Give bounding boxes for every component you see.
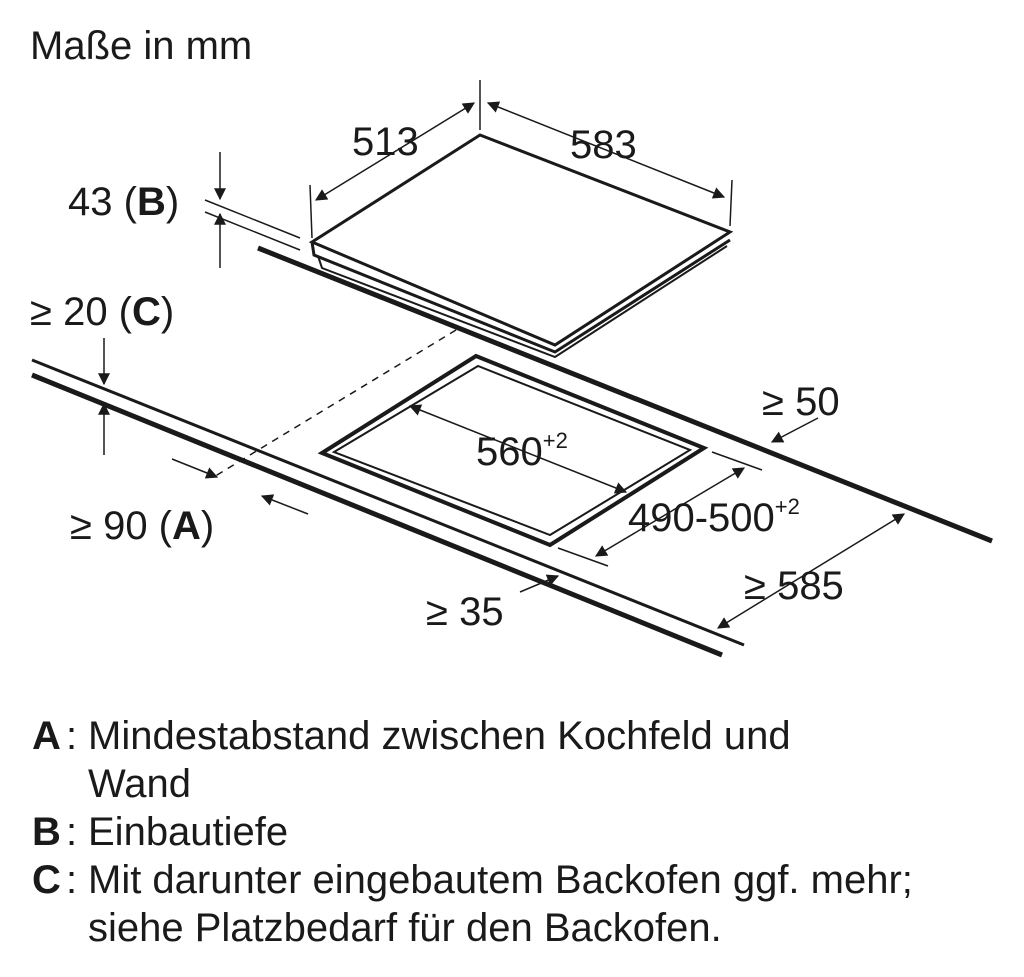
legend-text: Mindestabstand zwischen Kochfeld und Wan… [88,714,791,806]
cutout-outer [317,353,709,548]
label-585: ≥ 585 [744,564,844,608]
cooktop-top [308,133,734,347]
dim-35 [519,574,560,593]
legend-item-a: A: Mindestabstand zwischen Kochfeld und … [32,712,1012,808]
label-490-value: 490-500 [628,496,775,540]
ext-583-right [729,179,733,227]
label-560: 560+2 [476,428,568,475]
label-43-b: 43 (B) [68,180,180,224]
dimension-lines [98,80,906,629]
legend: A: Mindestabstand zwischen Kochfeld und … [32,712,1012,952]
hidden-edge [211,329,457,479]
label-20-c: ≥ 20 (C) [30,290,175,334]
label-490-tolerance: +2 [774,494,800,519]
label-560-tolerance: +2 [542,428,568,453]
ext-490-bottom [557,547,609,567]
dim-513 [314,102,476,201]
dim-490 [594,467,746,557]
label-90-a: ≥ 90 (A) [70,504,215,548]
legend-item-c: C: Mit darunter eingebautem Backofen ggf… [32,856,1012,952]
countertop-front-top-edge [31,358,745,647]
installation-diagram [31,80,993,658]
dim-90-right [260,494,309,515]
dim-560 [408,404,628,494]
label-90-key: A [172,504,201,548]
legend-key: B [32,810,61,854]
label-90-value: ≥ 90 [70,504,148,548]
label-490-500: 490-500+2 [628,494,800,541]
ext-513-left [309,184,313,239]
countertop-front-bottom-edge [31,372,723,658]
cooktop-side-base [317,245,728,359]
cooktop-side-front [310,238,731,354]
page-title: Maße in mm [30,24,253,68]
ext-490-top [711,451,763,471]
legend-item-b: B: Einbautiefe [32,808,1012,856]
cooktop [308,133,734,359]
label-35: ≥ 35 [426,590,504,634]
label-43-key: B [136,180,166,224]
label-583: 583 [570,123,637,167]
legend-text: Mit darunter eingebautem Backofen ggf. m… [88,858,913,950]
dim-50 [770,417,819,443]
legend-key: C [32,858,61,902]
label-50: ≥ 50 [762,380,840,424]
cutout-inner [331,364,693,537]
label-20-key: C [132,290,161,334]
label-20-value: ≥ 20 [30,290,108,334]
legend-key: A [32,714,61,758]
dim-90-left [171,458,219,479]
dim-583 [486,101,726,199]
ext-43-top [204,199,301,239]
countertop-back-edge [257,245,993,544]
legend-text: Einbautiefe [88,810,289,854]
countertop [31,245,993,658]
label-43-value: 43 [68,180,113,224]
dim-585 [716,513,906,629]
label-560-value: 560 [476,430,543,474]
label-513: 513 [352,120,419,164]
cutout [211,329,709,548]
